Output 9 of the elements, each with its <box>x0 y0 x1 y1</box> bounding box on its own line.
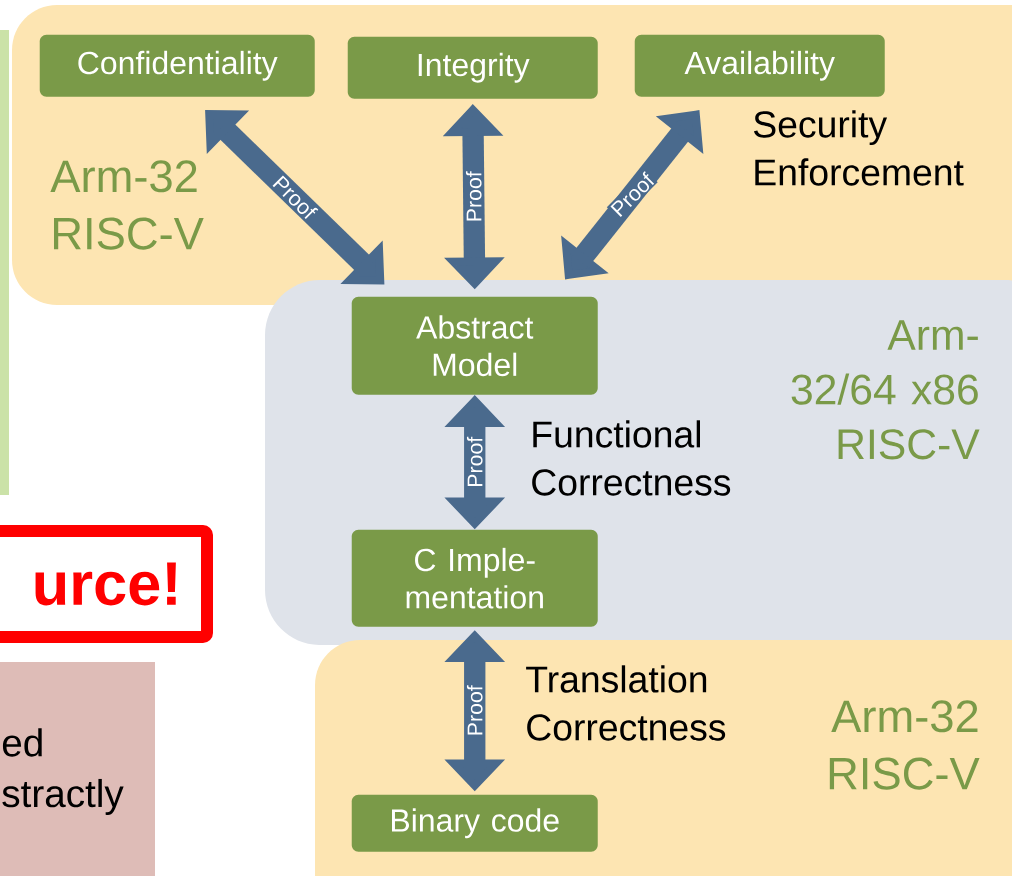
warning-box: urce! <box>0 525 213 643</box>
property-box: Confidentiality <box>39 34 315 97</box>
code-box: Binary code <box>351 794 598 852</box>
property-box: Availability <box>634 34 885 97</box>
double-arrow <box>205 110 385 285</box>
model-box: Abstract Model <box>351 296 598 395</box>
property-box: Integrity <box>347 36 598 99</box>
code-box: C Imple- mentation <box>351 529 598 627</box>
note-box: ed stractly <box>0 662 155 876</box>
